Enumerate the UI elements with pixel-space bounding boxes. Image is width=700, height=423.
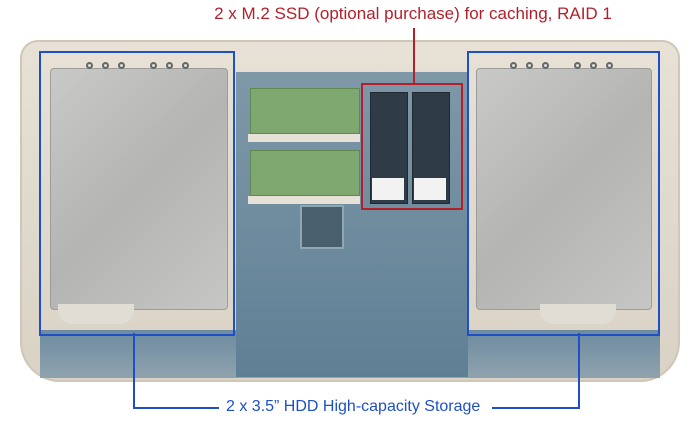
- ram-module: [250, 88, 360, 134]
- screw: [182, 62, 189, 69]
- screw: [574, 62, 581, 69]
- hdd-leader-line-right: [578, 333, 580, 409]
- ssd-label-sticker: [414, 178, 446, 200]
- screw: [510, 62, 517, 69]
- screw: [606, 62, 613, 69]
- ssd-label-sticker: [372, 178, 404, 200]
- hdd-highlight-box-left: [39, 51, 235, 336]
- hdd-tray-right: [476, 68, 652, 310]
- hdd-tray-left: [50, 68, 228, 310]
- ram-slot: [248, 134, 360, 142]
- ssd-highlight-box: [361, 83, 463, 210]
- screw: [590, 62, 597, 69]
- ram-module: [250, 150, 360, 196]
- hdd-highlight-box-right: [467, 51, 660, 336]
- tray-handle: [540, 304, 616, 324]
- screw: [102, 62, 109, 69]
- hdd-leader-line-left: [133, 333, 135, 409]
- ram-slot: [248, 196, 360, 204]
- screw: [526, 62, 533, 69]
- hdd-leader-line-right-h: [492, 407, 580, 409]
- cpu-chip: [300, 205, 344, 249]
- ssd-annotation-label: 2 x M.2 SSD (optional purchase) for cach…: [214, 4, 612, 23]
- screw: [150, 62, 157, 69]
- tray-handle: [58, 304, 134, 324]
- screw: [86, 62, 93, 69]
- screw: [166, 62, 173, 69]
- hdd-annotation-label: 2 x 3.5” HDD High-capacity Storage: [226, 398, 481, 415]
- hdd-leader-line-left-h: [133, 407, 219, 409]
- screw: [118, 62, 125, 69]
- screw: [542, 62, 549, 69]
- ssd-leader-line: [413, 28, 415, 84]
